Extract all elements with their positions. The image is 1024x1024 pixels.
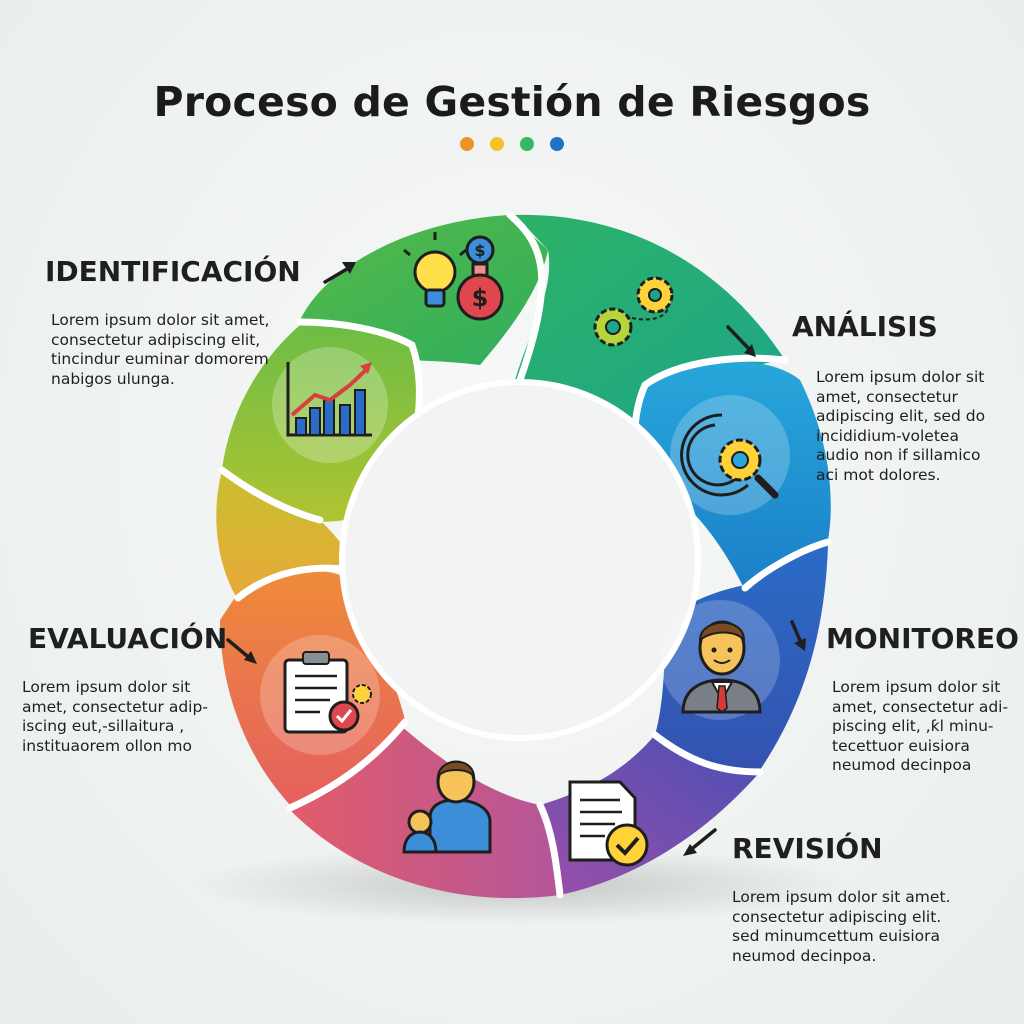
stage-title-evaluacion: EVALUACIÓN xyxy=(28,622,228,655)
arrow-analisis-icon xyxy=(726,325,756,357)
businessman-icon xyxy=(681,620,762,714)
desc-line: neumod decinpoa. xyxy=(732,946,877,965)
flow-arrows xyxy=(226,262,806,856)
desc-line: Lorem ipsum dolor sit xyxy=(832,678,1001,696)
stage-title-analisis: ANÁLISIS xyxy=(792,310,938,343)
arrow-revision-icon xyxy=(683,828,717,856)
svg-text:$: $ xyxy=(474,241,485,260)
desc-line: Lorem ipsum dolor sit xyxy=(816,368,985,386)
desc-line: consectetur adipiscing elit, xyxy=(51,330,261,349)
desc-line: sed minumcettum euisiora xyxy=(732,927,940,945)
arrow-evaluacion-icon xyxy=(226,638,257,664)
desc-line: Lorem ipsum dolor sit amet, xyxy=(51,311,270,329)
desc-line: tecettuor euisiora xyxy=(832,736,970,755)
wheel-center xyxy=(342,382,698,738)
desc-line: nabigos ulunga. xyxy=(51,369,175,388)
title-dot-yellow xyxy=(490,137,504,151)
page-title: Proceso de Gestión de Riesgos xyxy=(153,78,871,126)
arrow-monitoreo-icon xyxy=(790,620,806,651)
desc-line: neumod decinpoa xyxy=(832,756,972,774)
desc-line: Lorem ipsum dolor sit amet. xyxy=(732,888,951,906)
desc-line: audio non if sillamico xyxy=(816,446,981,464)
title-dot-green xyxy=(520,137,534,151)
growth-chart-icon xyxy=(286,362,372,437)
title-dot-orange xyxy=(460,137,474,151)
desc-line: amet, consectetur adi- xyxy=(832,697,1009,716)
title-decoration-dots xyxy=(0,137,1024,151)
desc-line: piscing elit, ,ƙl minu- xyxy=(832,717,994,735)
arrow-identificacion-icon xyxy=(323,262,356,284)
desc-line: aci mot dolores. xyxy=(816,465,941,484)
document-check-icon xyxy=(568,780,649,867)
desc-line: tincindur euminar domorem xyxy=(51,350,269,368)
stage-desc-evaluacion: Lorem ipsum dolor sit amet, consectetur … xyxy=(22,678,208,756)
stage-title-revision: REVISIÓN xyxy=(732,832,883,865)
stage-title-monitoreo: MONITOREO xyxy=(826,622,1019,655)
stage-desc-revision: Lorem ipsum dolor sit amet. consectetur … xyxy=(732,888,950,966)
desc-line: incididium-voletea xyxy=(816,426,959,445)
desc-line: iscing eut,-sillaitura , xyxy=(22,717,185,735)
desc-line: consectetur adipiscing elit. xyxy=(732,907,942,926)
stage-desc-identificacion: Lorem ipsum dolor sit amet, consectetur … xyxy=(51,311,269,389)
search-gear-icon xyxy=(680,413,779,499)
stage-desc-analisis: Lorem ipsum dolor sit amet, consectetur … xyxy=(816,368,985,485)
svg-text:$: $ xyxy=(472,284,489,312)
desc-line: Lorem ipsum dolor sit xyxy=(22,678,191,696)
desc-line: instituaorem ollon mo xyxy=(22,736,192,755)
title-dot-blue xyxy=(550,137,564,151)
stage-desc-monitoreo: Lorem ipsum dolor sit amet, consectetur … xyxy=(832,678,1008,776)
desc-line: amet, consectetur xyxy=(816,387,958,406)
clipboard-check-icon xyxy=(283,651,372,734)
lightbulb-dollar-icon: $ $ xyxy=(403,232,504,321)
stage-title-identificacion: IDENTIFICACIÓN xyxy=(45,255,301,288)
desc-line: adipiscing elit, sed do xyxy=(816,407,986,425)
gears-icon xyxy=(593,276,674,347)
person-icon xyxy=(402,760,492,854)
desc-line: amet, consectetur adip- xyxy=(22,697,208,716)
